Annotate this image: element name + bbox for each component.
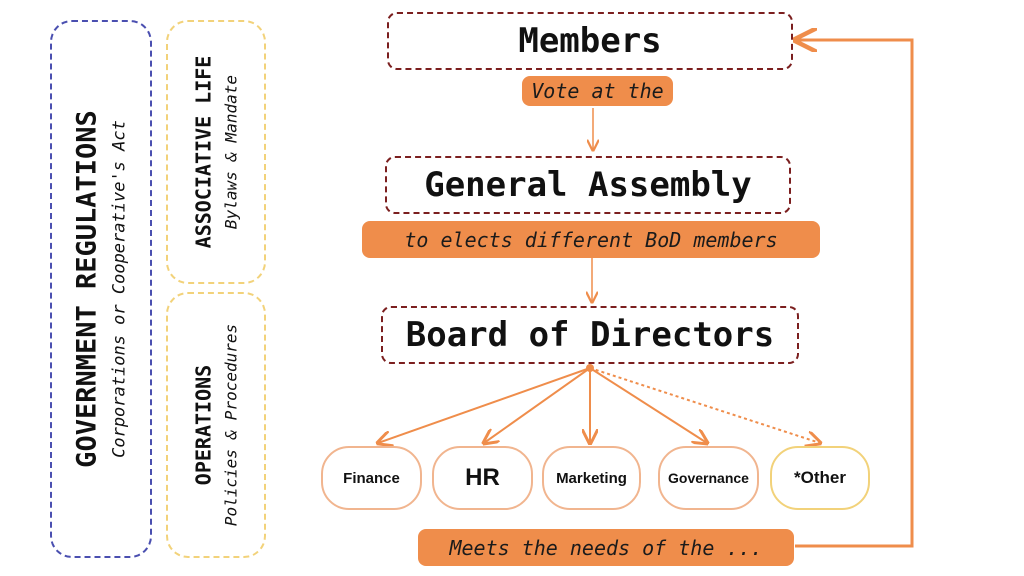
committee-governance: Governance [658,446,759,510]
associative-life-panel: ASSOCIATIVE LIFE Bylaws & Mandate [166,20,266,284]
committee-marketing: Marketing [542,446,641,510]
committee-hr-label: HR [465,464,500,491]
committee-other-label: *Other [794,468,846,487]
board-of-directors-box: Board of Directors [381,306,799,364]
board-junction-dot [586,364,594,372]
elects-label: to elects different BoD members [362,221,820,258]
arrow-board-to-other [589,367,820,443]
general-assembly-label: General Assembly [424,165,752,205]
committee-finance-label: Finance [343,469,400,487]
committee-other: *Other [770,446,870,510]
operations-panel: OPERATIONS Policies & Procedures [166,292,266,558]
committee-hr: HR [432,446,533,510]
arrow-feedback-to-members [795,40,914,548]
committee-finance: Finance [321,446,422,510]
board-of-directors-label: Board of Directors [405,315,775,355]
general-assembly-box: General Assembly [385,156,791,214]
committee-marketing-label: Marketing [556,469,627,487]
committee-governance-label: Governance [668,470,749,486]
arrow-board-to-governance [589,367,707,443]
members-label: Members [518,21,662,61]
members-box: Members [387,12,793,70]
meets-label: Meets the needs of the ... [418,529,794,566]
arrow-board-to-finance [378,367,591,443]
meets-label-text: Meets the needs of the ... [449,535,763,560]
arrow-board-to-hr [484,367,591,443]
vote-label-text: Vote at the [531,79,664,103]
elects-label-text: to elects different BoD members [404,227,778,252]
vote-label: Vote at the [522,76,673,106]
government-regulations-panel: GOVERNMENT REGULATIONS Corporations or C… [50,20,152,558]
